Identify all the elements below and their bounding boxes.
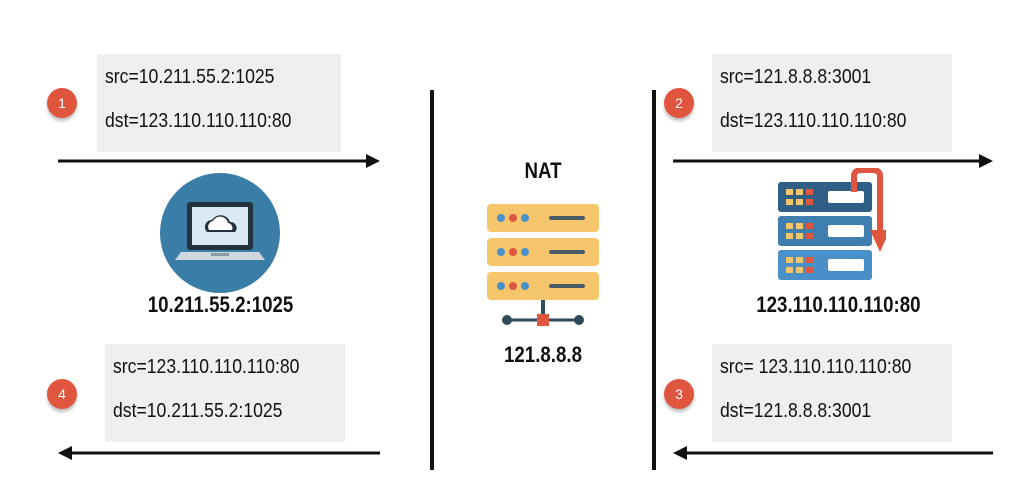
nat-title: NAT — [524, 158, 562, 183]
packet-3-src: src= 123.110.110.110:80 — [720, 356, 912, 378]
packet-box-3: src= 123.110.110.110:80 dst=121.8.8.8:30… — [712, 344, 952, 442]
packet-3-dst: dst=121.8.8.8:3001 — [720, 400, 872, 422]
packet-4-dst: dst=10.211.55.2:1025 — [113, 400, 283, 422]
client-address: 10.211.55.2:1025 — [147, 292, 294, 317]
packet-box-1: src=10.211.55.2:1025 dst=123.110.110.110… — [97, 54, 341, 152]
server-stack-icon — [778, 168, 886, 280]
packet-1-src: src=10.211.55.2:1025 — [105, 66, 275, 88]
packet-2-src: src=121.8.8.8:3001 — [720, 66, 872, 88]
packet-4-src: src=123.110.110.110:80 — [113, 356, 300, 378]
separator-right — [652, 90, 656, 470]
arrow-right-top-left — [58, 154, 380, 168]
separator-left — [430, 90, 434, 470]
arrow-right-top-right — [673, 154, 993, 168]
server-rack-icon — [487, 204, 599, 326]
packet-2-dst: dst=123.110.110.110:80 — [720, 110, 907, 132]
packet-box-4: src=123.110.110.110:80 dst=10.211.55.2:1… — [105, 344, 345, 442]
step-badge-3: 3 — [664, 379, 694, 409]
step-badge-1: 1 — [47, 88, 77, 118]
arrow-left-bottom-right — [673, 446, 993, 460]
laptop-cloud-icon — [160, 173, 280, 293]
nat-address: 121.8.8.8 — [504, 342, 582, 367]
step-badge-2: 2 — [664, 88, 694, 118]
packet-1-dst: dst=123.110.110.110:80 — [105, 110, 292, 132]
server-address: 123.110.110.110:80 — [756, 292, 921, 317]
packet-box-2: src=121.8.8.8:3001 dst=123.110.110.110:8… — [712, 54, 952, 152]
arrow-left-bottom-left — [58, 446, 380, 460]
step-badge-4: 4 — [47, 379, 77, 409]
